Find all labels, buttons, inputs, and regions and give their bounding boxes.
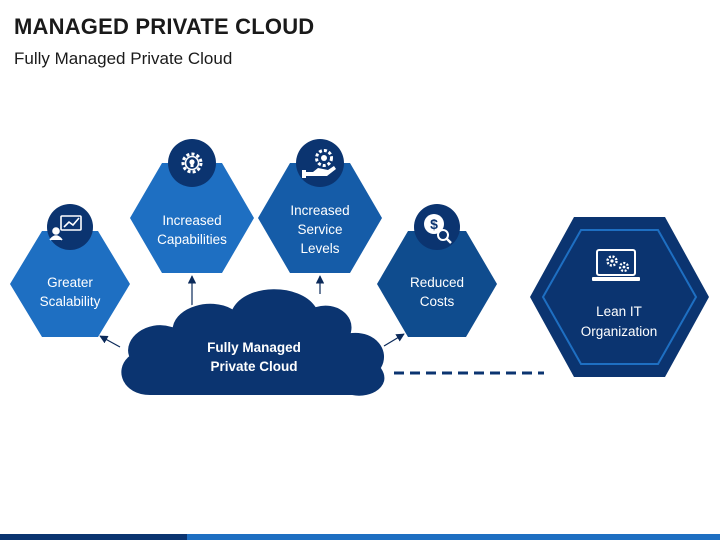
connector-reduced-costs — [383, 333, 405, 347]
connectors — [99, 275, 544, 375]
connector-scalability — [99, 335, 121, 348]
page-title: MANAGED PRIVATE CLOUD — [14, 14, 315, 39]
bottom-accent-bar — [0, 534, 720, 540]
hexagon-increased-service-levels — [258, 163, 382, 273]
node-label-capabilities-2: Capabilities — [157, 232, 227, 247]
node-label-service-2: Service — [297, 222, 342, 237]
svg-text:$: $ — [430, 216, 438, 232]
node-label-service-1: Increased — [290, 203, 349, 218]
node-label-scalability-2: Scalability — [40, 294, 101, 309]
hexagon-reduced-costs — [377, 231, 497, 337]
dollar-magnifier-icon: $ — [424, 214, 452, 244]
hexagon-lean-it-inner — [541, 229, 698, 365]
node-greater-scalability: Greater Scalability — [10, 204, 130, 337]
node-increased-service-levels: Increased Service Levels — [258, 139, 382, 273]
node-label-service-3: Levels — [300, 241, 339, 256]
node-reduced-costs: $ Reduced Costs — [377, 204, 497, 337]
cloud-label-2: Private Cloud — [210, 359, 297, 374]
node-lean-it-organization: Lean IT Organization — [530, 217, 709, 377]
node-label-costs-2: Costs — [420, 294, 455, 309]
growth-chart-presentation-icon — [49, 215, 82, 241]
lean-label-2: Organization — [581, 324, 658, 339]
central-cloud: Fully Managed Private Cloud — [119, 287, 387, 398]
hexagon-greater-scalability — [10, 231, 130, 337]
node-increased-capabilities: Increased Capabilities — [130, 139, 254, 273]
lean-label-1: Lean IT — [596, 304, 642, 319]
hexagon-increased-capabilities — [130, 163, 254, 273]
node-label-capabilities-1: Increased — [162, 213, 221, 228]
gear-lightbulb-icon — [181, 152, 203, 174]
cloud-label-1: Fully Managed — [207, 340, 301, 355]
laptop-gears-icon — [592, 249, 640, 281]
cloud-shape — [119, 287, 387, 398]
node-label-costs-1: Reduced — [410, 275, 464, 290]
icon-badge-scalability — [47, 204, 93, 250]
gear-hand-icon — [302, 149, 336, 178]
node-label-scalability-1: Greater — [47, 275, 93, 290]
page-subtitle: Fully Managed Private Cloud — [14, 49, 233, 68]
